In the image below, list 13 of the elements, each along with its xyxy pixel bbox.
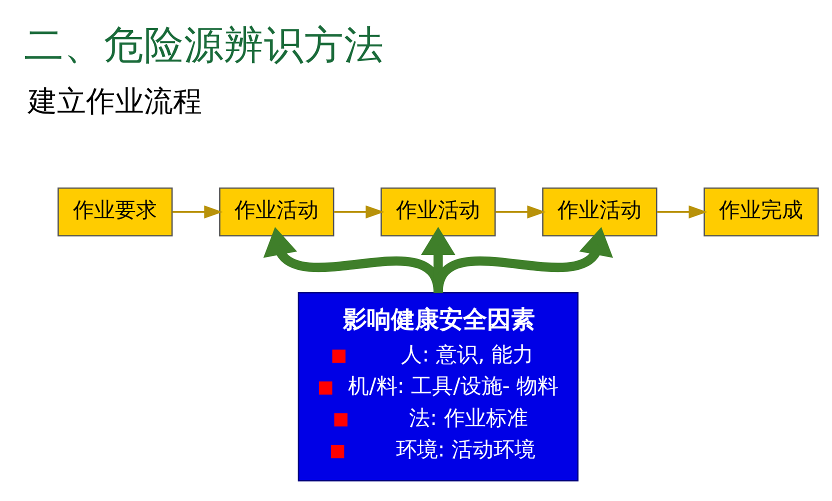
- node-box: 影响健康安全因素 人: 意识, 能力 机/料: 工具/设施- 物料 法: 作业标准 环境: 活动环境: [298, 292, 579, 481]
- node-box: 作业活动: [380, 186, 496, 236]
- arrow: [334, 204, 384, 218]
- arrow: [657, 204, 708, 218]
- node-box: 作业要求: [58, 186, 173, 236]
- label: 建立作业流程: [28, 83, 202, 118]
- node-box: 作业活动: [219, 186, 334, 236]
- arrow: [434, 226, 614, 294]
- diagram-title: 二、危险源辨识方法: [24, 22, 384, 68]
- arrow: [172, 204, 223, 218]
- node-box: 作业完成: [704, 186, 819, 236]
- arrow: [496, 204, 546, 218]
- node-box: 作业活动: [542, 186, 658, 236]
